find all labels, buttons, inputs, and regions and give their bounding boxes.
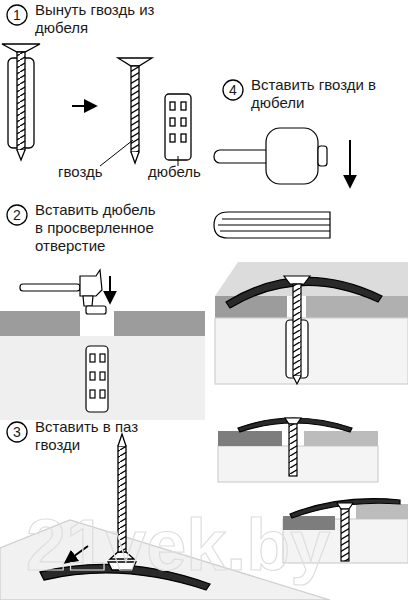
profile-line xyxy=(218,224,330,225)
nail-shaft xyxy=(131,66,139,152)
dowel-slot xyxy=(90,390,95,398)
step-instruction: Вставить в паз гвозди xyxy=(35,418,149,454)
arrow xyxy=(72,105,95,107)
watermark: 21vek.by xyxy=(26,505,330,585)
dowel-slot xyxy=(181,102,186,110)
floor-surface xyxy=(0,520,330,600)
step-instruction: Вынуть гвоздь из дюбеля xyxy=(35,1,167,37)
dowel-slot xyxy=(181,118,186,126)
step1-illustration xyxy=(2,44,191,166)
nail-head xyxy=(2,44,40,52)
dowel-slot xyxy=(100,372,105,380)
floor-slab xyxy=(356,504,408,519)
circle-shape xyxy=(7,5,27,25)
mallet-face xyxy=(318,146,327,166)
nail-tip xyxy=(131,152,139,163)
profile-stack xyxy=(214,212,330,238)
part-label: гвоздь xyxy=(58,163,103,181)
step-number: 2 xyxy=(6,204,28,226)
hammer-head xyxy=(80,270,102,296)
step2-illustration xyxy=(0,270,205,420)
nail-tip xyxy=(293,376,301,384)
leader-line xyxy=(100,140,133,166)
mallet-head xyxy=(266,128,318,184)
floor-slab xyxy=(114,311,205,336)
hammer-face xyxy=(83,296,93,306)
nail-tip xyxy=(17,150,25,160)
arrow xyxy=(109,276,111,302)
step-number: 4 xyxy=(222,79,244,101)
step-number: 3 xyxy=(6,421,28,443)
step-instruction: Вставить гвозди в дюбели xyxy=(251,76,379,112)
dowel-slot xyxy=(170,134,175,142)
nail-head xyxy=(285,418,301,424)
step-circle: 4Вставить гвозди в дюбели xyxy=(222,79,244,101)
arrow xyxy=(66,546,88,562)
nail-head xyxy=(110,552,134,559)
nail-shaft xyxy=(293,284,301,376)
dowel-slot xyxy=(181,134,186,142)
nail-shaft xyxy=(289,424,297,476)
dowel-slot xyxy=(100,390,105,398)
nail-tip xyxy=(118,434,126,446)
mallet-handle xyxy=(214,150,272,163)
nail-shaft xyxy=(341,509,349,561)
floor-slab xyxy=(215,296,287,318)
nail-head xyxy=(337,503,353,509)
step-instruction: Вставить дюбель в просверленное отверсти… xyxy=(35,201,161,255)
dowel-slot xyxy=(90,372,95,380)
nail-head xyxy=(284,276,310,284)
floor-slab xyxy=(0,311,80,336)
part-label: дюбель xyxy=(148,163,201,181)
circle-shape xyxy=(7,422,27,442)
dowel-slot xyxy=(90,354,95,362)
floor-slab xyxy=(304,431,378,446)
step4-illustration xyxy=(214,128,408,563)
step-circle: 1Вынуть гвоздь из дюбеля xyxy=(6,4,28,26)
dowel-slot xyxy=(170,102,175,110)
dowel-symbol xyxy=(86,346,108,412)
floor-slab xyxy=(306,296,408,318)
profile-line xyxy=(220,230,330,231)
subfloor xyxy=(0,336,205,420)
dowel-symbol xyxy=(165,94,191,160)
nail-shaft xyxy=(118,446,126,552)
step-circle: 3Вставить в паз гвозди xyxy=(6,421,28,443)
profile-line xyxy=(222,218,330,219)
dowel-slot xyxy=(100,354,105,362)
nail-head xyxy=(118,58,152,66)
circle-shape xyxy=(7,205,27,225)
subfloor xyxy=(215,318,408,384)
floor-slab xyxy=(218,431,282,446)
step-number: 1 xyxy=(6,4,28,26)
dowel-symbol xyxy=(86,306,106,314)
subfloor xyxy=(218,446,378,482)
nail-shaft xyxy=(17,52,25,150)
arrow xyxy=(349,140,351,186)
hammer-handle xyxy=(20,284,80,291)
circle-shape xyxy=(223,80,243,100)
step-circle: 2Вставить дюбель в просверленное отверст… xyxy=(6,204,28,226)
dowel-slot xyxy=(170,118,175,126)
profile-slot xyxy=(108,562,136,570)
floor-slab xyxy=(283,516,335,530)
